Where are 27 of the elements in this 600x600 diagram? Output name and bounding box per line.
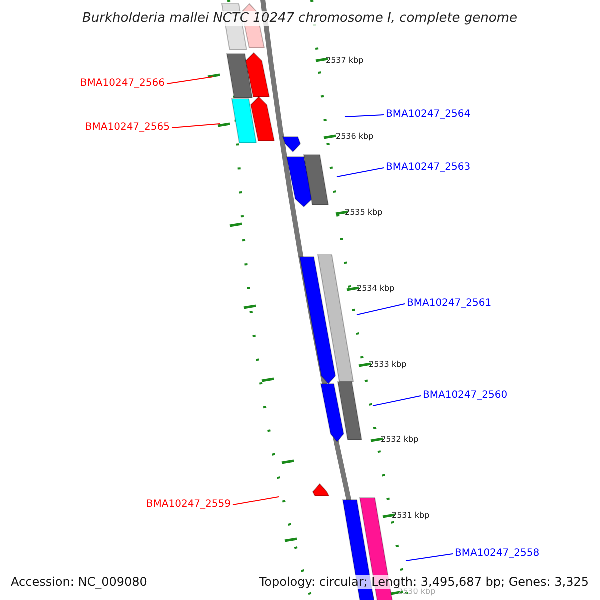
leader-line bbox=[172, 124, 220, 128]
gene-label: BMA10247_2566 bbox=[80, 79, 165, 89]
gene-label: BMA10247_2565 bbox=[85, 123, 170, 133]
map-title: Burkholderia mallei NCTC 10247 chromosome I, complete genome bbox=[80, 11, 520, 26]
leader-line bbox=[166, 76, 214, 84]
gene-label: BMA10247_2564 bbox=[386, 110, 471, 120]
gene-label: BMA10247_2558 bbox=[455, 549, 540, 559]
leader-line bbox=[336, 168, 384, 178]
scale-label: 2535 kbp bbox=[345, 209, 383, 217]
leader-line bbox=[232, 496, 280, 506]
accession-label: Accession: NC_009080 bbox=[9, 575, 150, 589]
scale-label: 2533 kbp bbox=[369, 361, 407, 369]
scale-label: 2537 kbp bbox=[326, 57, 364, 65]
gene-label: BMA10247_2560 bbox=[423, 391, 508, 401]
scale-label: 2532 kbp bbox=[381, 436, 419, 444]
scale-label: 2531 kbp bbox=[392, 512, 430, 520]
gene-label: BMA10247_2563 bbox=[386, 163, 471, 173]
gene-label: BMA10247_2559 bbox=[146, 500, 231, 510]
scale-label: 2530 kbp bbox=[398, 588, 436, 596]
leader-line bbox=[344, 114, 384, 118]
leader-line bbox=[356, 304, 406, 316]
scale-label: 2536 kbp bbox=[336, 133, 374, 141]
leader-line bbox=[372, 396, 422, 406]
scale-label: 2534 kbp bbox=[357, 285, 395, 293]
gene-label: BMA10247_2561 bbox=[407, 299, 492, 309]
leader-line bbox=[406, 554, 454, 562]
genome-info-label: Topology: circular; Length: 3,495,687 bp; Genes: 3,325 bbox=[257, 575, 591, 589]
